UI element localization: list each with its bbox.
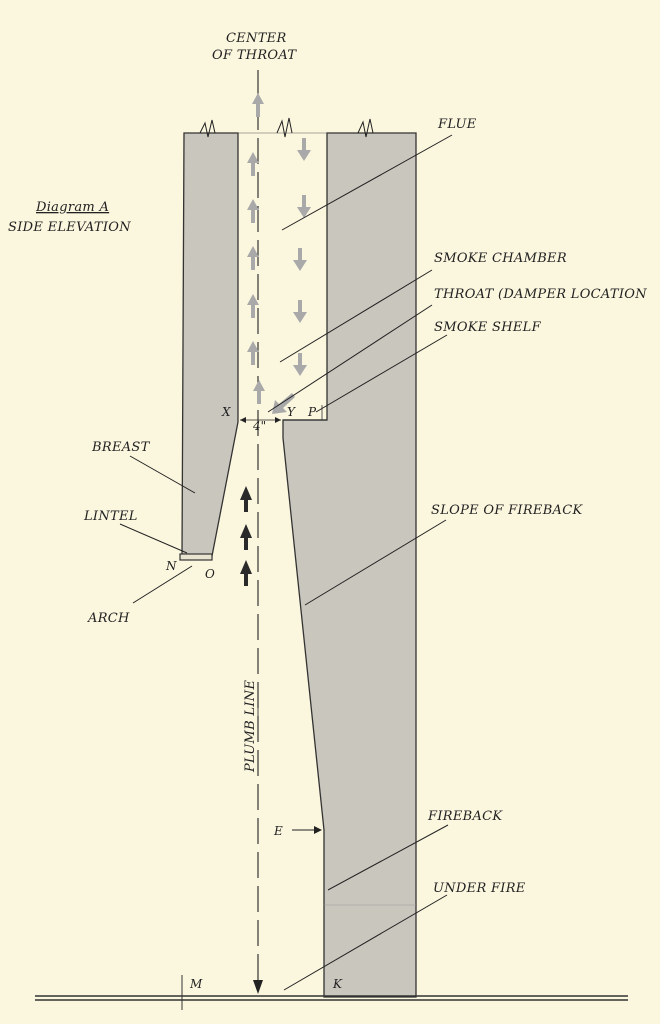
point-p-label: P: [307, 405, 317, 419]
fireback-leader: [327, 824, 449, 891]
lintel-label: LINTEL: [83, 509, 138, 524]
dimension-arrowhead-right: [275, 417, 281, 423]
point-e-arrowhead: [314, 826, 322, 834]
diagram-subtitle: SIDE ELEVATION: [8, 220, 131, 235]
lintel-leader: [119, 523, 188, 554]
dimension-arrowhead-left: [240, 417, 246, 423]
up-arrow-icon: [247, 93, 265, 404]
point-o-label: O: [205, 567, 215, 581]
point-m-label: M: [189, 977, 203, 991]
fireback-label: FIREBACK: [427, 809, 503, 824]
flue-leader: [281, 134, 453, 231]
point-k-label: K: [332, 977, 343, 991]
arch-label: ARCH: [87, 611, 130, 626]
point-x-label: X: [221, 405, 231, 419]
plumb-line-label: PLUMB LINE: [243, 680, 258, 773]
smoke-chamber-leader: [279, 269, 433, 363]
break-line-icon: [199, 119, 216, 138]
diagram-title: Diagram A: [35, 200, 109, 215]
up-arrow-icon: [240, 486, 252, 586]
point-e-label: E: [273, 824, 283, 838]
flue-label: FLUE: [437, 117, 477, 132]
break-line-icon: [357, 118, 374, 138]
breast-label: BREAST: [91, 440, 151, 455]
plumb-line-arrowhead: [253, 980, 263, 994]
throat-width-label: 4": [252, 419, 266, 433]
front-wall-breast: [181, 132, 239, 557]
point-n-label: N: [165, 559, 177, 573]
slope-of-fireback-label: SLOPE OF FIREBACK: [431, 503, 583, 518]
under-fire-label: UNDER FIRE: [433, 881, 526, 896]
arch-leader: [132, 565, 193, 604]
point-y-label: Y: [287, 405, 296, 419]
down-arrow-icon: [293, 138, 311, 376]
lintel-bar: [179, 553, 213, 561]
smoke-chamber-label: SMOKE CHAMBER: [434, 251, 567, 266]
under-fire-leader: [283, 894, 448, 991]
throat-leader: [267, 304, 433, 413]
break-line-icon: [276, 117, 293, 138]
smoke-shelf-leader: [315, 334, 448, 413]
throat-label: THROAT (DAMPER LOCATION: [434, 287, 647, 302]
center-of-throat-label-2: OF THROAT: [212, 48, 297, 63]
smoke-shelf-label: SMOKE SHELF: [434, 320, 542, 335]
breast-leader: [129, 455, 196, 494]
center-of-throat-label-1: CENTER: [226, 31, 287, 46]
slope-of-fireback-leader: [304, 519, 447, 606]
